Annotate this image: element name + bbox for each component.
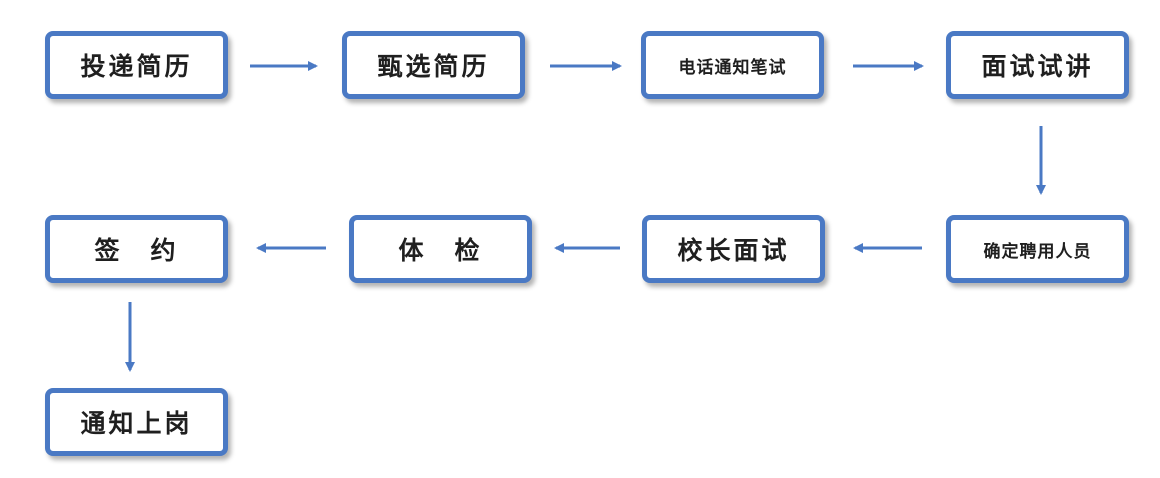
step-label: 甄选简历 (377, 52, 490, 81)
step-label: 面试试讲 (981, 52, 1094, 81)
step-notify-onboard: 通知上岗 (45, 388, 228, 456)
step-label: 投递简历 (80, 52, 193, 81)
step-label: 通知上岗 (80, 409, 193, 438)
step-screen-resume: 甄选简历 (342, 31, 525, 99)
step-label: 电话通知笔试 (678, 57, 787, 78)
step-submit-resume: 投递简历 (45, 31, 228, 99)
step-label: 校长面试 (677, 236, 790, 265)
step-label: 体 检 (398, 236, 483, 265)
step-sign-contract: 签 约 (45, 215, 228, 283)
step-phone-notify-written-test: 电话通知笔试 (641, 31, 824, 99)
step-label: 确定聘用人员 (983, 241, 1092, 262)
step-physical-exam: 体 检 (349, 215, 532, 283)
step-confirm-hire: 确定聘用人员 (946, 215, 1129, 283)
step-interview-trial-lecture: 面试试讲 (946, 31, 1129, 99)
step-principal-interview: 校长面试 (642, 215, 825, 283)
step-label: 签 约 (94, 236, 179, 265)
